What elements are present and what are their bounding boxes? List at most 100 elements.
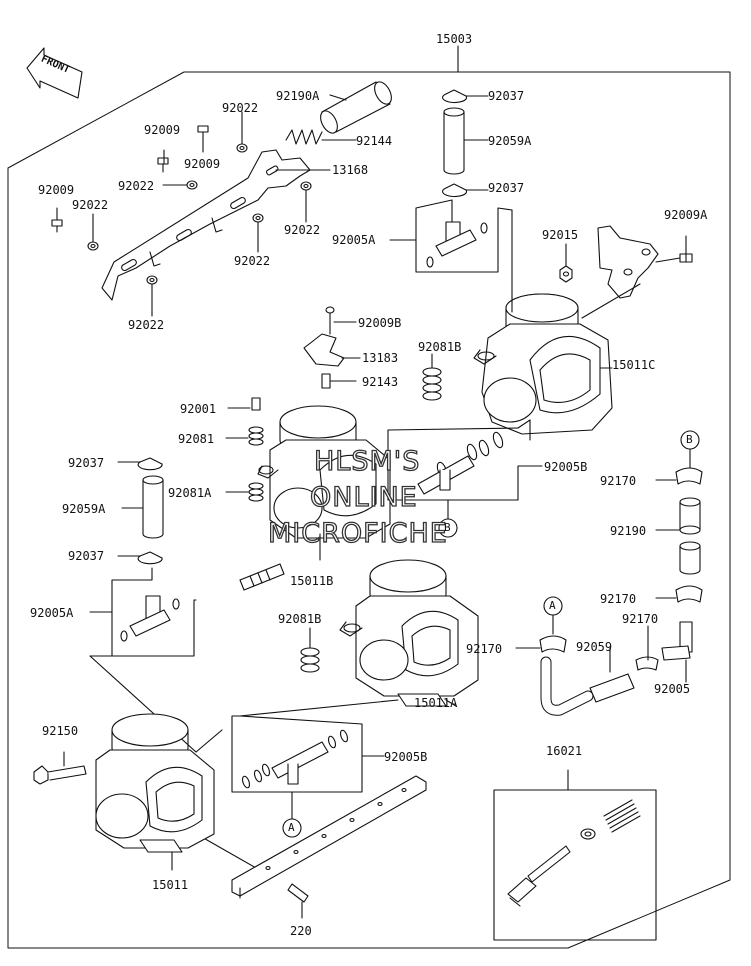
assembly-boundary [7,71,731,949]
screw-92009b [325,306,357,335]
vent-pipe-92190a [320,81,392,134]
spring-92081 [225,426,264,446]
marker-a-bottom [282,818,302,838]
carburetor-15011a [239,559,479,717]
callout-92144: 92144 [356,134,393,148]
kit-box-16021 [493,769,657,941]
callout-92009-a: 92009 [144,123,181,137]
callout-92005b-right: 92005B [544,460,588,474]
fitting-92005a-top [389,199,513,273]
callout-92059a-left: 92059A [62,502,106,516]
callout-92022-b: 92022 [118,179,155,193]
callout-13168: 13168 [332,163,369,177]
callout-92005a-top: 92005A [332,233,376,247]
washer-92022 [87,111,312,317]
callout-92005b-bottom: 92005B [384,750,428,764]
callout-92081b-mid: 92081B [278,612,322,626]
marker-b-mid-label: B [444,521,451,534]
callout-92009-c: 92009 [38,183,75,197]
callout-92005a-left: 92005A [30,606,74,620]
clamp-92170-2 [655,585,703,603]
spring-92081b-top [422,353,442,401]
callout-92059: 92059 [576,640,613,654]
bolt-220 [287,883,309,919]
marker-b-mid [438,499,458,538]
spring-92081a [225,482,264,502]
watermark-line1: HLSM'S [313,445,421,477]
callout-15011a: 15011A [414,696,458,710]
nut-92015 [559,243,573,283]
bolt-92150 [33,751,87,785]
callout-92190: 92190 [610,524,647,538]
callout-92081a: 92081A [168,486,212,500]
callout-92005: 92005 [654,682,691,696]
callout-16021: 16021 [546,744,583,758]
callout-92015: 92015 [542,228,579,242]
callout-92009a: 92009A [664,208,708,222]
watermark-line2: ONLINE [309,481,418,513]
watermark-line3: MICROFICHE [267,517,448,549]
callout-92037-top1: 92037 [488,89,525,103]
callout-92081b-top: 92081B [418,340,462,354]
pin-92143 [321,373,357,389]
pilot-screw-mid [239,563,285,591]
spring-92144 [285,129,357,145]
callout-92009b: 92009B [358,316,402,330]
carburetor-15011c [473,293,613,441]
callout-92150: 92150 [42,724,79,738]
clip-92037-top [442,89,489,198]
callout-92170-4: 92170 [622,612,659,626]
callout-92190a: 92190A [276,89,320,103]
marker-a-bottom-label: A [288,821,295,834]
fitting-92005b-bottom [231,715,385,821]
callout-92022-d: 92022 [284,223,321,237]
callout-15011b: 15011B [290,574,334,588]
callout-92170-3: 92170 [466,642,503,656]
callout-92022-c: 92022 [72,198,109,212]
spring-92081b-mid [300,627,320,673]
callout-92143: 92143 [362,375,399,389]
clamp-92170-1 [655,467,703,485]
callout-15003: 15003 [436,32,473,46]
pipe-92190 [655,497,701,575]
bracket-plate [581,225,659,319]
clip-92037-left [117,457,163,565]
carburetor-15011 [95,713,215,871]
hose-92059 [540,647,635,716]
callout-13183: 13183 [362,351,399,365]
clamp-92170-4 [635,625,659,671]
carburetor-15011b [257,405,391,561]
clamp-92170-3 [515,635,567,653]
rail-bar [231,775,427,899]
screw-92009a [655,235,693,263]
elbow-92005 [661,621,693,683]
callout-92170-1: 92170 [600,474,637,488]
callout-92081: 92081 [178,432,215,446]
callout-92059a-top: 92059A [488,134,532,148]
marker-b-right [680,430,700,471]
pipe-92059a-left [121,475,164,539]
pipe-92059a-top [443,107,489,175]
callout-92037-top2: 92037 [488,181,525,195]
screw-92009 [51,125,209,233]
bracket-13183 [303,333,361,367]
front-arrow-icon: FRONT [26,47,83,99]
callout-92037-left1: 92037 [68,456,105,470]
callout-220: 220 [290,924,312,938]
callout-92001: 92001 [180,402,217,416]
callout-92022-a: 92022 [222,101,259,115]
callout-92022-e: 92022 [234,254,271,268]
callout-92170-2: 92170 [600,592,637,606]
marker-a-right [543,596,563,635]
callout-92037-left2: 92037 [68,549,105,563]
callout-92022-f: 92022 [128,318,165,332]
bracket-13168 [101,149,331,301]
marker-a-right-label: A [549,599,556,612]
screw-92001 [227,397,261,411]
fitting-92005a-left [89,567,197,657]
callout-15011c: 15011C [612,358,656,372]
fitting-92005b-right [387,419,543,501]
callout-92009-b: 92009 [184,157,221,171]
callout-15011: 15011 [152,878,189,892]
